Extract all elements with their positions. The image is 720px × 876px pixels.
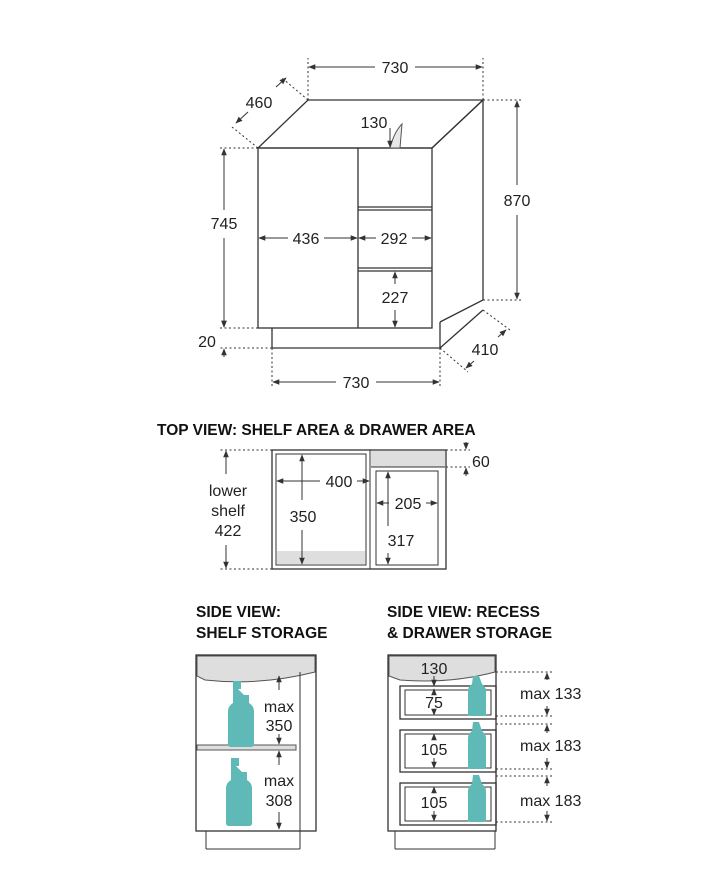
shelf-area xyxy=(275,453,367,566)
dim-carcass-height: 745 xyxy=(211,216,238,233)
dim-shelf-width: 400 xyxy=(326,474,353,491)
drawer1-max: max 133 xyxy=(520,686,581,703)
dim-shelf-depth: 350 xyxy=(290,509,317,526)
upper-max-value: 350 xyxy=(266,718,293,735)
side-drawer-title-1: SIDE VIEW: RECESS xyxy=(387,604,540,621)
plinth xyxy=(271,322,441,349)
drawer-3 xyxy=(399,782,497,826)
side-drawer-title-2: & DRAWER STORAGE xyxy=(387,625,552,642)
dim-door-width: 436 xyxy=(293,231,320,248)
front-elevation-view: 730 460 130 870 745 436 292 227 xyxy=(198,58,530,392)
lower-shelf-label-2: shelf xyxy=(211,503,245,520)
bottle-drawer3-icon xyxy=(468,775,486,822)
basin-shape xyxy=(196,655,316,683)
dim-total-height: 870 xyxy=(504,193,531,210)
bottle-drawer1-icon xyxy=(468,676,486,716)
top-view-title: TOP VIEW: SHELF AREA & DRAWER AREA xyxy=(157,422,476,439)
side-shelf-title-2: SHELF STORAGE xyxy=(196,625,327,642)
dim-recess-side: 130 xyxy=(421,661,448,678)
dim-drawer1-height: 75 xyxy=(425,695,443,712)
dim-drawer-top-width: 205 xyxy=(395,496,422,513)
top-view-outline xyxy=(271,449,447,570)
upper-max-label: max xyxy=(264,699,294,716)
dim-drawer-width: 292 xyxy=(381,231,408,248)
dim-base-width: 730 xyxy=(343,375,370,392)
cabinet-side xyxy=(431,98,484,323)
dim-tap-height: 130 xyxy=(361,115,388,132)
lower-shelf-value: 422 xyxy=(215,523,242,540)
dim-drawer3-height: 105 xyxy=(421,795,448,812)
bottle-upper-icon xyxy=(228,681,254,747)
bottle-lower-icon xyxy=(226,758,252,826)
tap-icon xyxy=(389,122,403,149)
lower-max-value: 308 xyxy=(266,793,293,810)
shelf-edge-shade xyxy=(277,551,365,564)
drawer-2 xyxy=(399,729,497,773)
side-view-drawer: SIDE VIEW: RECESS & DRAWER STORAGE 130 7… xyxy=(387,604,581,850)
side-view-shelf: SIDE VIEW: SHELF STORAGE max 350 max 308 xyxy=(195,604,327,850)
drawer-area xyxy=(375,470,439,566)
lower-shelf-label-1: lower xyxy=(209,483,248,500)
dim-plinth-height: 20 xyxy=(198,334,216,351)
side-shelf-title-1: SIDE VIEW: xyxy=(196,604,281,621)
drawer2-max: max 183 xyxy=(520,738,581,755)
cabinet-front xyxy=(257,147,433,329)
dim-drawer2-height: 105 xyxy=(421,742,448,759)
top-view: TOP VIEW: SHELF AREA & DRAWER AREA lower… xyxy=(157,422,490,570)
drawer-1 xyxy=(399,685,497,720)
dim-recess: 60 xyxy=(472,454,490,471)
basin-recess-shape xyxy=(388,655,496,682)
dim-plinth-depth: 410 xyxy=(472,342,499,359)
lower-max-label: max xyxy=(264,773,294,790)
drawer3-max: max 183 xyxy=(520,793,581,810)
dim-drawer-height: 227 xyxy=(382,290,409,307)
bottle-drawer2-icon xyxy=(468,722,486,769)
recess-shade xyxy=(371,451,445,467)
plinth-side xyxy=(439,309,484,349)
dim-depth-top: 460 xyxy=(246,95,273,112)
dim-overall-width: 730 xyxy=(382,60,409,77)
side-shelf-outline xyxy=(195,654,317,832)
dim-drawer-depth: 317 xyxy=(388,533,415,550)
